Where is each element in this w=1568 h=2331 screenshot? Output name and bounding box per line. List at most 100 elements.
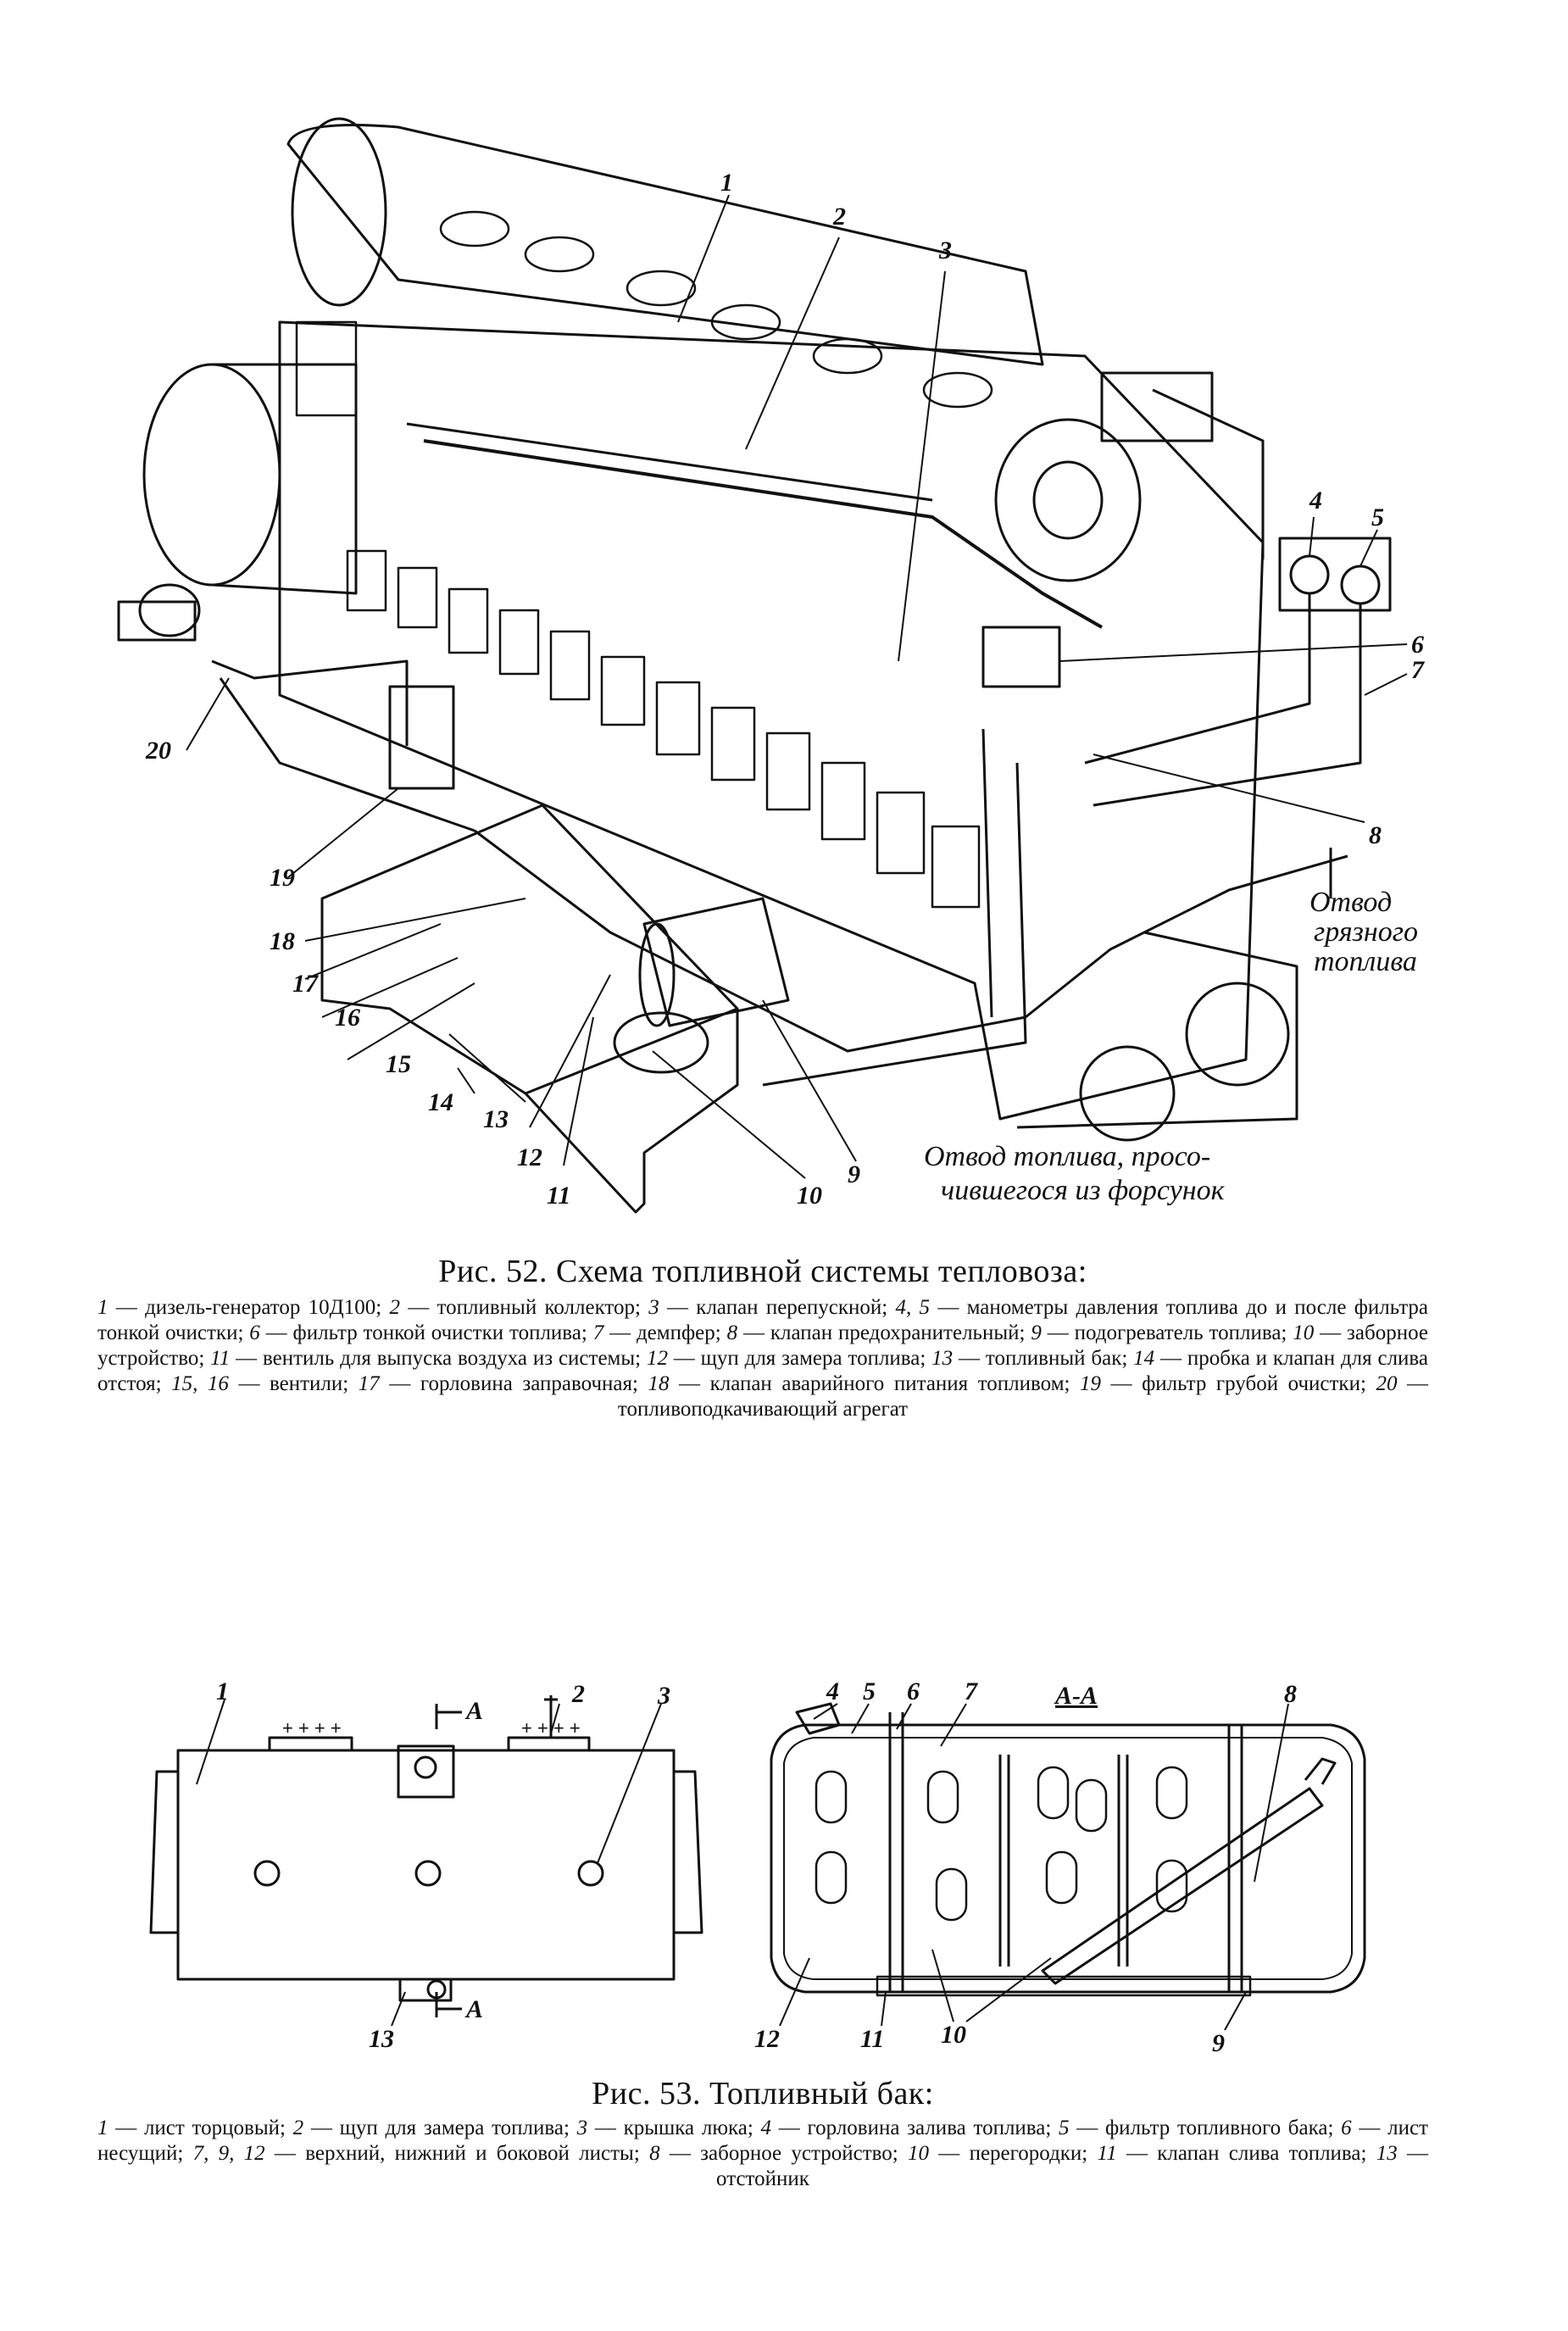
legend-number: 8	[726, 1321, 738, 1344]
legend-text: — топливоподкачивающий агрегат	[617, 1372, 1428, 1421]
legend-number: 14	[1133, 1347, 1155, 1370]
section-title: А-А	[1054, 1682, 1098, 1710]
legend-number: 9	[1031, 1321, 1042, 1344]
legend-number: 13	[931, 1347, 954, 1370]
label-11: 11	[547, 1182, 570, 1210]
legend-text: — горловина залива топлива;	[771, 2117, 1059, 2139]
note-dirty-fuel-line1: Отвод	[1309, 887, 1392, 918]
legend-number: 4, 5	[895, 1296, 931, 1319]
legend-number: 5	[1059, 2117, 1070, 2139]
legend-text: — отстойник	[716, 2142, 1429, 2190]
top-bracket-left	[268, 1736, 353, 1750]
fig53-label-6: 6	[907, 1678, 920, 1705]
legend-number: 11	[1097, 2142, 1117, 2165]
label-8: 8	[1369, 821, 1382, 849]
gauge-panel	[1278, 537, 1392, 612]
tank-section-view	[770, 1723, 1366, 1994]
legend-number: 1	[97, 1296, 108, 1319]
fuel-heater	[642, 897, 790, 1027]
fig53-label-11: 11	[860, 2025, 884, 2053]
legend-text: — щуп для замера топлива;	[303, 2117, 577, 2139]
engine-top-cover	[286, 124, 1044, 366]
fig53-label-2: 2	[571, 1680, 585, 1708]
legend-text: — подогреватель топлива;	[1041, 1321, 1293, 1344]
legend-text: — вентиль для выпуска воздуха из системы…	[230, 1347, 647, 1370]
fig53-label-12: 12	[754, 2025, 780, 2053]
legend-number: 2	[292, 2117, 304, 2139]
fig53-label-4: 4	[826, 1678, 839, 1705]
legend-text: — фильтр грубой очистки;	[1101, 1372, 1376, 1395]
legend-number: 8	[649, 2142, 660, 2165]
label-18: 18	[270, 927, 295, 955]
label-7: 7	[1411, 656, 1425, 684]
label-12: 12	[517, 1143, 542, 1171]
svg-text:+ + + +: + + + +	[282, 1717, 342, 1739]
figure-53-legend: 1 — лист торцовый; 2 — щуп для замера то…	[97, 2116, 1428, 2192]
legend-text: — фильтр тонкой очистки топлива;	[259, 1321, 593, 1344]
fig53-label-3: 3	[657, 1682, 670, 1710]
legend-number: 7, 9, 12	[192, 2142, 265, 2165]
legend-text: — топливный коллектор;	[399, 1296, 649, 1319]
figure-52-caption: Рис. 52. Схема топливной системы теплово…	[438, 1254, 1087, 1289]
pump-unit	[117, 600, 197, 642]
label-10: 10	[797, 1182, 822, 1210]
legend-text: — клапан перепускной;	[659, 1296, 896, 1319]
note-leak-fuel-line1: Отвод топлива, просо-	[924, 1141, 1210, 1172]
intake-device	[613, 1011, 709, 1074]
legend-number: 7	[592, 1321, 604, 1344]
legend-number: 3	[648, 1296, 659, 1319]
gauge-5-icon	[1340, 565, 1381, 605]
coarse-filter	[388, 685, 455, 790]
label-9: 9	[848, 1160, 860, 1188]
legend-text: — заборное устройство;	[97, 1321, 1428, 1370]
fuel-tank	[320, 804, 739, 1214]
figure-53-diagram: + + + + + + + +	[0, 1678, 1568, 2068]
legend-text: — перегородки;	[929, 2142, 1098, 2165]
legend-number: 10	[1293, 1321, 1315, 1344]
fig53-label-8: 8	[1284, 1680, 1297, 1708]
turbocharger	[994, 418, 1142, 582]
legend-text: — манометры давления топлива до и после …	[97, 1296, 1429, 1344]
engine-body	[278, 320, 1265, 1121]
legend-text: — клапан предохранительный;	[737, 1321, 1031, 1344]
fig53-label-5: 5	[863, 1678, 876, 1705]
sump	[398, 1978, 453, 2002]
label-5: 5	[1371, 503, 1384, 531]
legend-text: — демпфер;	[603, 1321, 727, 1344]
fig53-label-13: 13	[369, 2025, 394, 2053]
label-19: 19	[270, 864, 295, 892]
label-14: 14	[428, 1088, 453, 1116]
label-17: 17	[292, 970, 319, 998]
fig53-label-7: 7	[965, 1678, 978, 1705]
label-6: 6	[1411, 631, 1424, 659]
legend-text: — фильтр топливного бака;	[1069, 2117, 1342, 2139]
gauge-4-icon	[1289, 554, 1330, 595]
legend-text: — крышка люка;	[587, 2117, 761, 2139]
label-4: 4	[1309, 487, 1322, 515]
engine-end-left	[291, 117, 387, 307]
legend-number: 6	[249, 1321, 260, 1344]
hatch-cover	[397, 1744, 455, 1799]
legend-text: — заборное устройство;	[659, 2142, 909, 2165]
label-3: 3	[938, 236, 952, 264]
legend-number: 19	[1080, 1372, 1102, 1395]
label-1: 1	[720, 169, 733, 197]
legend-text: — пробка и клапан для слива отстоя;	[97, 1347, 1428, 1395]
legend-number: 17	[358, 1372, 380, 1395]
fuel-collector	[423, 439, 1103, 629]
fig53-label-10: 10	[941, 2021, 966, 2049]
section-mark-bottom: A	[464, 1995, 483, 2023]
label-2: 2	[832, 203, 846, 231]
legend-text: — дизель-генератор 10Д100;	[108, 1296, 390, 1319]
label-16: 16	[335, 1004, 360, 1032]
legend-text: — лист торцовый;	[108, 2117, 293, 2139]
legend-number: 11	[210, 1347, 231, 1370]
legend-number: 3	[576, 2117, 588, 2139]
hatch-3-icon	[577, 1860, 604, 1887]
legend-number: 12	[646, 1347, 668, 1370]
legend-number: 10	[908, 2142, 930, 2165]
fig53-label-1: 1	[216, 1678, 229, 1705]
top-bracket-right	[507, 1736, 591, 1750]
label-20: 20	[145, 737, 171, 765]
fig53-label-9: 9	[1212, 2029, 1225, 2057]
